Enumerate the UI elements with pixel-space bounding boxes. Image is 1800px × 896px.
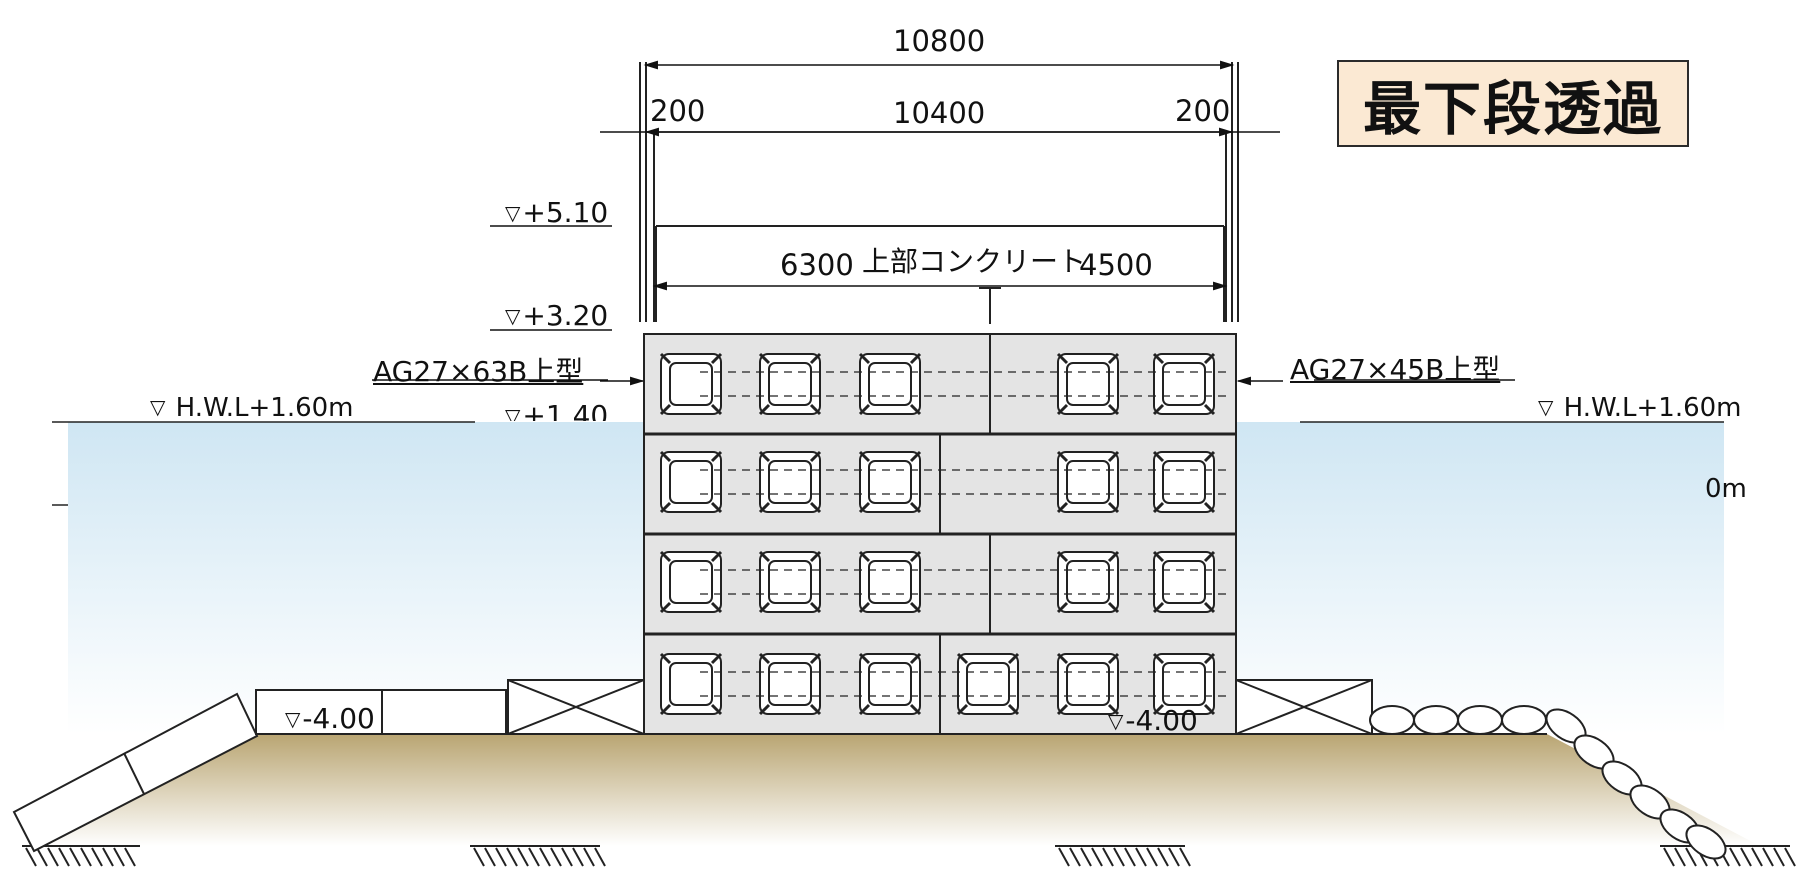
level-hwl-left: ▽ H.W.L+1.60m <box>150 393 354 423</box>
level-top: ▽+5.10 <box>505 196 608 229</box>
level-triangle-icon: ▽ <box>1108 709 1124 733</box>
block-cell <box>858 352 922 416</box>
block-cell <box>858 450 922 514</box>
dimension-left-margin: 200 <box>650 94 706 128</box>
block-cell <box>956 652 1020 716</box>
dimension-right-part: 4500 <box>1079 248 1153 282</box>
dimension-left-part: 6300 <box>780 248 854 282</box>
block-cell <box>1152 550 1216 614</box>
level-bottom-left-value: -4.00 <box>302 702 375 735</box>
block-type-right: AG27×45B上型 <box>1290 353 1501 386</box>
block-cell <box>1056 450 1120 514</box>
block-cell <box>858 652 922 716</box>
level-triangle-icon: ▽ <box>505 201 521 225</box>
level-triangle-icon: ▽ <box>1538 395 1554 419</box>
block-cells <box>659 352 1230 716</box>
ground <box>30 734 1760 846</box>
level-triangle-icon: ▽ <box>505 304 521 328</box>
block-cell <box>1056 652 1120 716</box>
block-type-left: AG27×63B上型 <box>373 355 584 388</box>
block-cell <box>758 352 822 416</box>
block-cell <box>1152 450 1216 514</box>
block-cell <box>1056 550 1120 614</box>
foot-protection-left <box>507 679 645 735</box>
level-hwl-center: ▽+1.40 <box>505 399 608 421</box>
level-crest: ▽+3.20 <box>505 299 608 332</box>
foot-protection-right <box>1235 679 1373 735</box>
level-hwl-right-value: H.W.L+1.60m <box>1563 393 1742 423</box>
top-concrete-label: 上部コンクリート <box>862 245 1087 278</box>
section-title: 最下段透過 <box>1337 60 1689 147</box>
dimension-right-margin: 200 <box>1175 94 1231 128</box>
block-cell <box>1152 352 1216 416</box>
block-cell <box>1152 652 1216 716</box>
level-bottom-center: ▽-4.00 <box>1108 704 1198 737</box>
level-bottom-left: ▽-4.00 <box>285 702 375 735</box>
block-cell <box>758 652 822 716</box>
block-structure <box>643 333 1237 735</box>
block-cell <box>1056 352 1120 416</box>
dimension-inner: 10400 <box>893 96 986 130</box>
level-triangle-icon: ▽ <box>285 707 301 731</box>
block-cell <box>659 550 723 614</box>
level-hwl-left-value: H.W.L+1.60m <box>175 393 354 423</box>
level-triangle-icon: ▽ <box>150 395 166 419</box>
left-armour-slab <box>12 689 507 853</box>
block-cell <box>659 652 723 716</box>
block-cell <box>659 352 723 416</box>
level-right-partial: 0m <box>1705 474 1747 504</box>
block-cell <box>659 450 723 514</box>
block-cell <box>858 550 922 614</box>
level-top-value: +5.10 <box>522 196 609 229</box>
dimension-total: 10800 <box>893 24 986 58</box>
block-cell <box>758 550 822 614</box>
level-bottom-center-value: -4.00 <box>1125 704 1198 737</box>
level-crest-value: +3.20 <box>522 299 609 332</box>
block-cell <box>758 450 822 514</box>
level-hwl-center-value: +1.40 <box>522 399 609 421</box>
level-triangle-icon: ▽ <box>505 404 521 421</box>
level-hwl-right: ▽ H.W.L+1.60m <box>1538 393 1742 423</box>
